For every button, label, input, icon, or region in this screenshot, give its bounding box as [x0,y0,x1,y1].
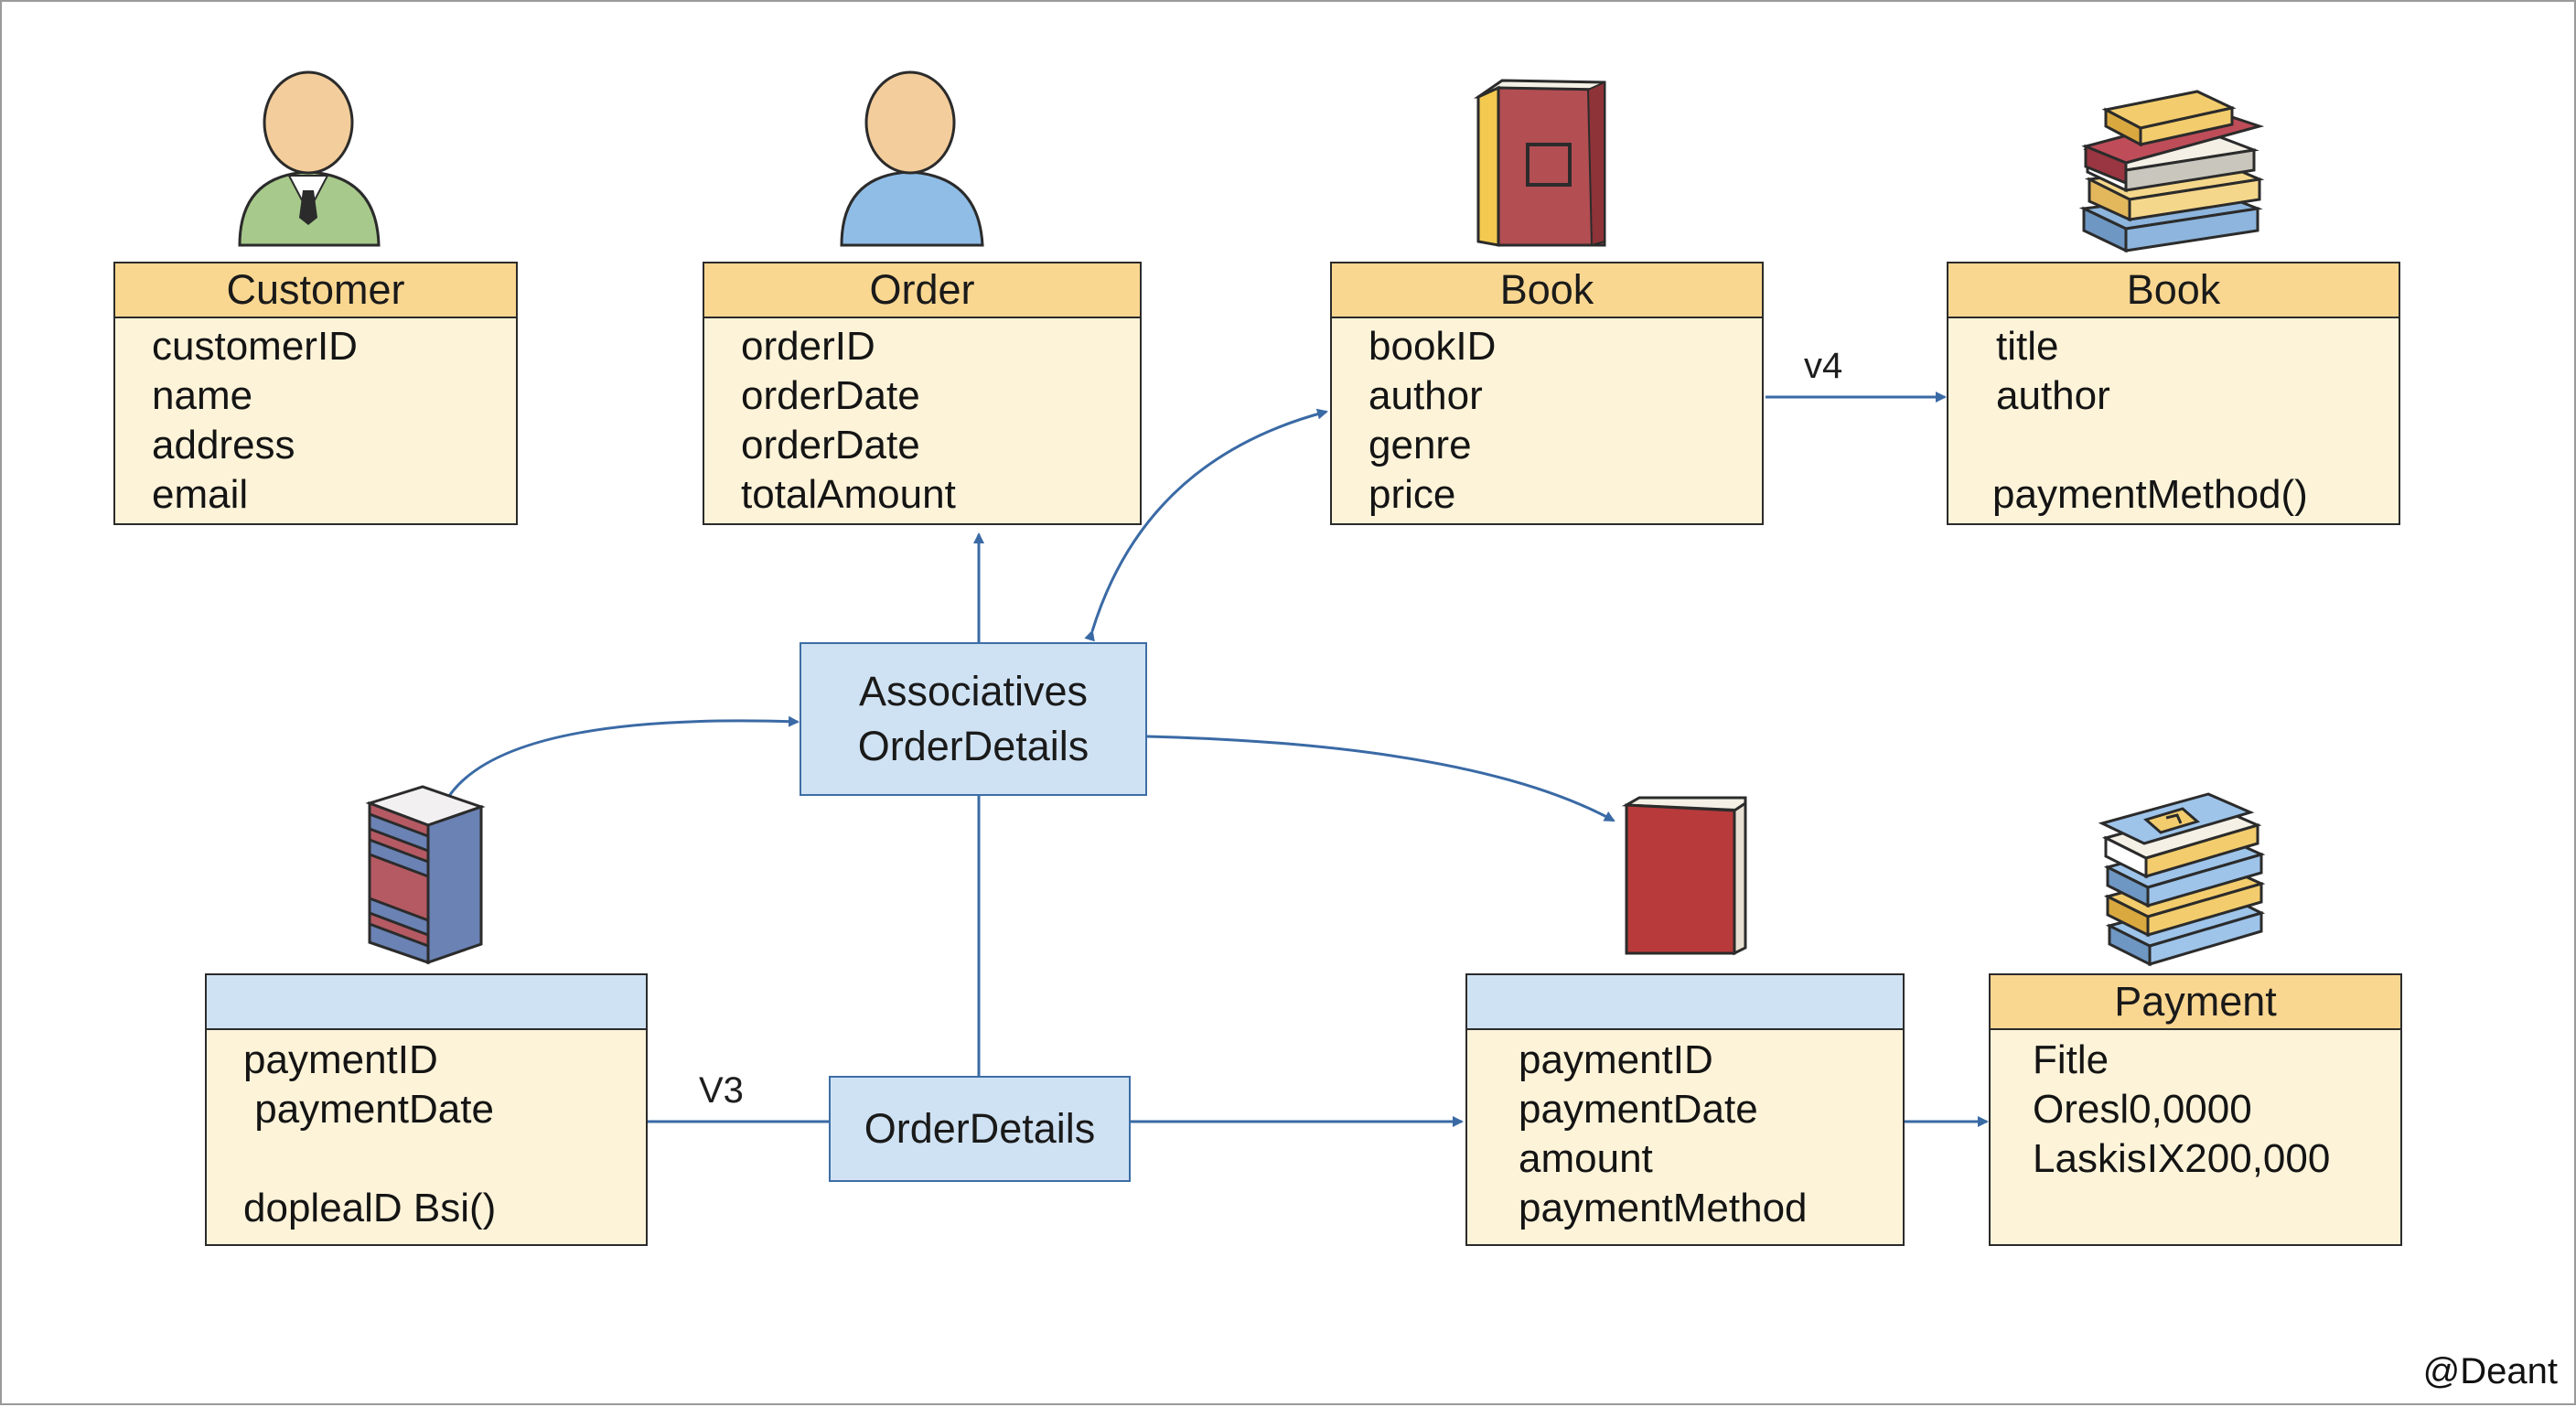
orderdetails-box: OrderDetails [829,1076,1131,1182]
person-blue-icon [840,70,984,247]
book-2-field [1996,421,2399,470]
payment-entity: Payment Fitle Oresl0,0000 LaskisIX200,00… [1989,973,2402,1246]
order-fields: orderID orderDate orderDate totalAmount [704,318,1140,520]
order-entity: Order orderID orderDate orderDate totalA… [703,262,1142,525]
book-icon [1473,79,1606,247]
mid-payment-field: paymentDate [1519,1087,1758,1132]
book-stack-icon [2078,90,2265,253]
customer-fields: customerID name address email [115,318,516,520]
book-field: bookID [1368,324,1497,369]
order-field: orderDate [741,373,920,418]
book-field: author [1368,373,1483,418]
assoc-line-1: Associatives [858,668,1089,714]
left-payment-field: paymentID [243,1037,438,1082]
left-payment-field: paymentDate [243,1087,494,1132]
book-2-fields: title author paymentMethod() [1948,318,2399,520]
customer-field: address [152,423,295,467]
left-payment-header [207,975,646,1030]
book-2-field: title [1996,324,2059,369]
server-stack-icon [365,785,486,965]
associatives-orderdetails-box: Associatives OrderDetails [800,642,1147,796]
book-2-field: author [1996,373,2110,418]
edge-assoc-book [1084,408,1328,642]
mid-payment-field: amount [1519,1136,1653,1181]
book-2-title: Book [1948,263,2399,318]
order-field: orderID [741,324,875,369]
left-payment-entity: paymentID paymentDate doplealD Bsi() [205,973,648,1246]
customer-field: customerID [152,324,358,369]
customer-field: name [152,373,253,418]
left-payment-field [243,1134,646,1184]
customer-title: Customer [115,263,516,318]
mid-payment-header [1467,975,1903,1030]
payment-fields: Fitle Oresl0,0000 LaskisIX200,000 [1991,1030,2400,1184]
book-2-field: paymentMethod() [1992,472,2308,517]
book-stack-blue-icon [2098,792,2266,967]
book-field: price [1368,472,1456,517]
edge-assoc-to-redbook [1146,735,1615,822]
book-fields: bookID author genre price [1332,318,1762,520]
edge-assoc-left [435,715,800,814]
book-field: genre [1368,423,1472,467]
edge-label-v4: v4 [1804,346,1843,386]
customer-field: email [152,472,249,517]
payment-field: Fitle [2033,1037,2109,1082]
mid-payment-entity: paymentID paymentDate amount paymentMeth… [1465,973,1905,1246]
mid-payment-field: paymentMethod [1519,1186,1808,1230]
red-book-icon [1621,796,1747,956]
customer-entity: Customer customerID name address email [113,262,518,525]
order-title: Order [704,263,1140,318]
person-green-icon [238,70,381,247]
edge-label-v3: V3 [699,1070,744,1111]
order-field: totalAmount [741,472,956,517]
left-payment-field: doplealD Bsi() [243,1186,497,1230]
book-title: Book [1332,263,1762,318]
left-payment-fields: paymentID paymentDate doplealD Bsi() [207,1030,646,1233]
order-field: orderDate [741,423,920,467]
book-entity-2: Book title author paymentMethod() [1947,262,2400,525]
payment-field: LaskisIX200,000 [2033,1136,2331,1181]
mid-payment-field: paymentID [1519,1037,1713,1082]
mid-payment-fields: paymentID paymentDate amount paymentMeth… [1467,1030,1903,1233]
book-entity: Book bookID author genre price [1330,262,1764,525]
credit-label: @Deant [2422,1351,2558,1391]
assoc-line-2: OrderDetails [857,723,1089,769]
payment-field: Oresl0,0000 [2033,1087,2252,1132]
payment-title: Payment [1991,975,2400,1030]
